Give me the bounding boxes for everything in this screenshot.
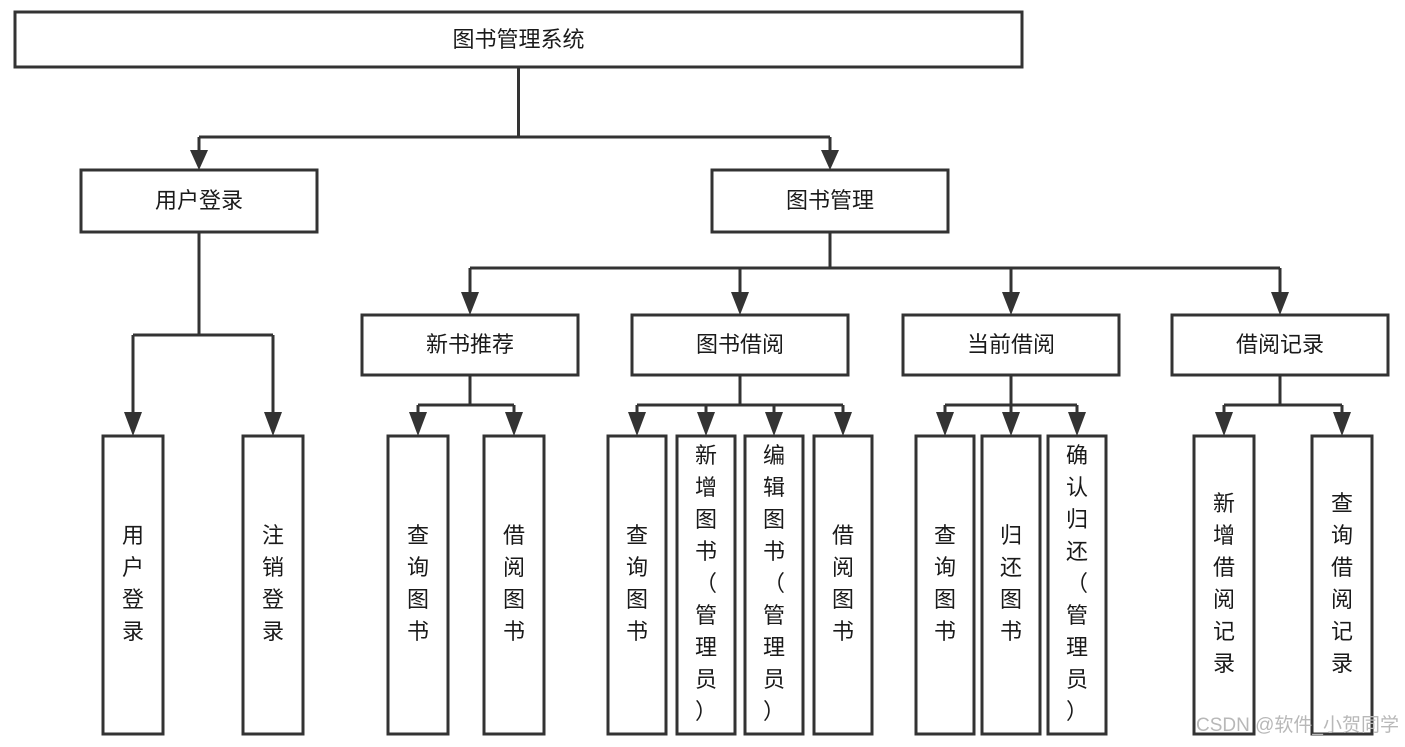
node-book-borrow[interactable]: 图书借阅 — [630, 313, 850, 377]
arrow-to-new-book-rec — [461, 292, 479, 315]
node-leaf-borrow-book-b-box[interactable] — [812, 434, 874, 736]
node-current-borrow-box[interactable] — [901, 313, 1121, 377]
arrow-to-leaf-borrow-book-rec — [505, 412, 523, 436]
arrow-to-borrow-record — [1271, 292, 1289, 315]
node-leaf-confirm-return[interactable]: 确认归还（管理员） — [1046, 434, 1108, 736]
node-root[interactable]: 图书管理系统 — [13, 10, 1024, 69]
node-leaf-borrow-book-b-label: 借阅图书 — [832, 523, 854, 644]
arrow-to-current-borrow — [1002, 292, 1020, 315]
node-borrow-record-label: 借阅记录 — [1236, 332, 1324, 357]
node-leaf-confirm-return-box[interactable] — [1046, 434, 1108, 736]
connector-layer — [124, 67, 1351, 436]
node-leaf-add-book-label: 新增图书（管理员） — [695, 443, 717, 724]
csdn-watermark: CSDN @软件_小贺同学 — [1196, 714, 1399, 736]
node-root-label: 图书管理系统 — [452, 27, 584, 52]
node-leaf-user-login-box[interactable] — [101, 434, 165, 736]
node-leaf-edit-book[interactable]: 编辑图书（管理员） — [743, 434, 805, 736]
arrow-to-leaf-borrow-book-b — [834, 412, 852, 436]
node-current-borrow[interactable]: 当前借阅 — [901, 313, 1121, 377]
node-leaf-confirm-return-label: 确认归还（管理员） — [1066, 443, 1088, 724]
node-leaf-add-record-label: 新增借阅记录 — [1213, 491, 1235, 676]
node-new-book-rec-label: 新书推荐 — [426, 332, 514, 357]
node-leaf-query-book-b-label: 查询图书 — [626, 523, 648, 644]
node-leaf-query-book-c-label: 查询图书 — [934, 523, 956, 644]
node-leaf-return-book[interactable]: 归还图书 — [980, 434, 1042, 736]
node-leaf-query-book-c[interactable]: 查询图书 — [914, 434, 976, 736]
node-borrow-record[interactable]: 借阅记录 — [1170, 313, 1390, 377]
arrow-to-leaf-user-logout — [264, 412, 282, 436]
node-leaf-user-logout-label: 注销登录 — [262, 523, 284, 644]
node-leaf-add-book-box[interactable] — [675, 434, 737, 736]
node-borrow-record-box[interactable] — [1170, 313, 1390, 377]
node-leaf-return-book-label: 归还图书 — [1000, 523, 1022, 644]
node-leaf-add-book[interactable]: 新增图书（管理员） — [675, 434, 737, 736]
node-leaf-edit-book-box[interactable] — [743, 434, 805, 736]
node-leaf-user-logout[interactable]: 注销登录 — [241, 434, 305, 736]
arrow-to-book-borrow — [731, 292, 749, 315]
node-user-login-box[interactable] — [79, 168, 319, 234]
arrow-to-leaf-confirm-return — [1068, 412, 1086, 436]
arrow-to-leaf-add-record — [1215, 412, 1233, 436]
node-leaf-query-record-label: 查询借阅记录 — [1331, 491, 1353, 676]
node-leaf-add-record-box[interactable] — [1192, 434, 1256, 736]
node-book-manage[interactable]: 图书管理 — [710, 168, 950, 234]
arrow-to-leaf-user-login — [124, 412, 142, 436]
node-leaf-return-book-box[interactable] — [980, 434, 1042, 736]
node-leaf-add-record[interactable]: 新增借阅记录 — [1192, 434, 1256, 736]
arrow-to-leaf-add-book — [697, 412, 715, 436]
node-leaf-user-login-label: 用户登录 — [122, 523, 144, 644]
node-leaf-edit-book-label: 编辑图书（管理员） — [763, 443, 785, 724]
arrow-to-leaf-query-book-b — [628, 412, 646, 436]
node-new-book-rec[interactable]: 新书推荐 — [360, 313, 580, 377]
node-leaf-borrow-book-b[interactable]: 借阅图书 — [812, 434, 874, 736]
node-leaf-query-record[interactable]: 查询借阅记录 — [1310, 434, 1374, 736]
node-current-borrow-label: 当前借阅 — [967, 332, 1055, 357]
node-new-book-rec-box[interactable] — [360, 313, 580, 377]
arrow-to-leaf-query-record — [1333, 412, 1351, 436]
node-user-login[interactable]: 用户登录 — [79, 168, 319, 234]
arrow-to-leaf-query-book-c — [936, 412, 954, 436]
node-leaf-query-book-rec-label: 查询图书 — [407, 523, 429, 644]
arrow-to-user-login — [190, 150, 208, 170]
arrow-to-leaf-edit-book — [765, 412, 783, 436]
node-leaf-user-logout-box[interactable] — [241, 434, 305, 736]
node-book-borrow-label: 图书借阅 — [696, 332, 784, 357]
arrow-to-leaf-query-book-rec — [409, 412, 427, 436]
node-leaf-borrow-book-rec-box[interactable] — [482, 434, 546, 736]
node-leaf-borrow-book-rec-label: 借阅图书 — [503, 523, 525, 644]
node-leaf-query-book-b-box[interactable] — [606, 434, 668, 736]
node-book-manage-box[interactable] — [710, 168, 950, 234]
node-root-box[interactable] — [13, 10, 1024, 69]
node-leaf-query-book-c-box[interactable] — [914, 434, 976, 736]
node-book-borrow-box[interactable] — [630, 313, 850, 377]
arrow-to-book-manage — [821, 150, 839, 170]
node-leaf-borrow-book-rec[interactable]: 借阅图书 — [482, 434, 546, 736]
node-leaf-user-login[interactable]: 用户登录 — [101, 434, 165, 736]
node-user-login-label: 用户登录 — [155, 188, 243, 213]
node-leaf-query-record-box[interactable] — [1310, 434, 1374, 736]
node-leaf-query-book-rec[interactable]: 查询图书 — [386, 434, 450, 736]
arrow-to-leaf-return-book — [1002, 412, 1020, 436]
node-book-manage-label: 图书管理 — [786, 188, 874, 213]
node-leaf-query-book-b[interactable]: 查询图书 — [606, 434, 668, 736]
node-leaf-query-book-rec-box[interactable] — [386, 434, 450, 736]
